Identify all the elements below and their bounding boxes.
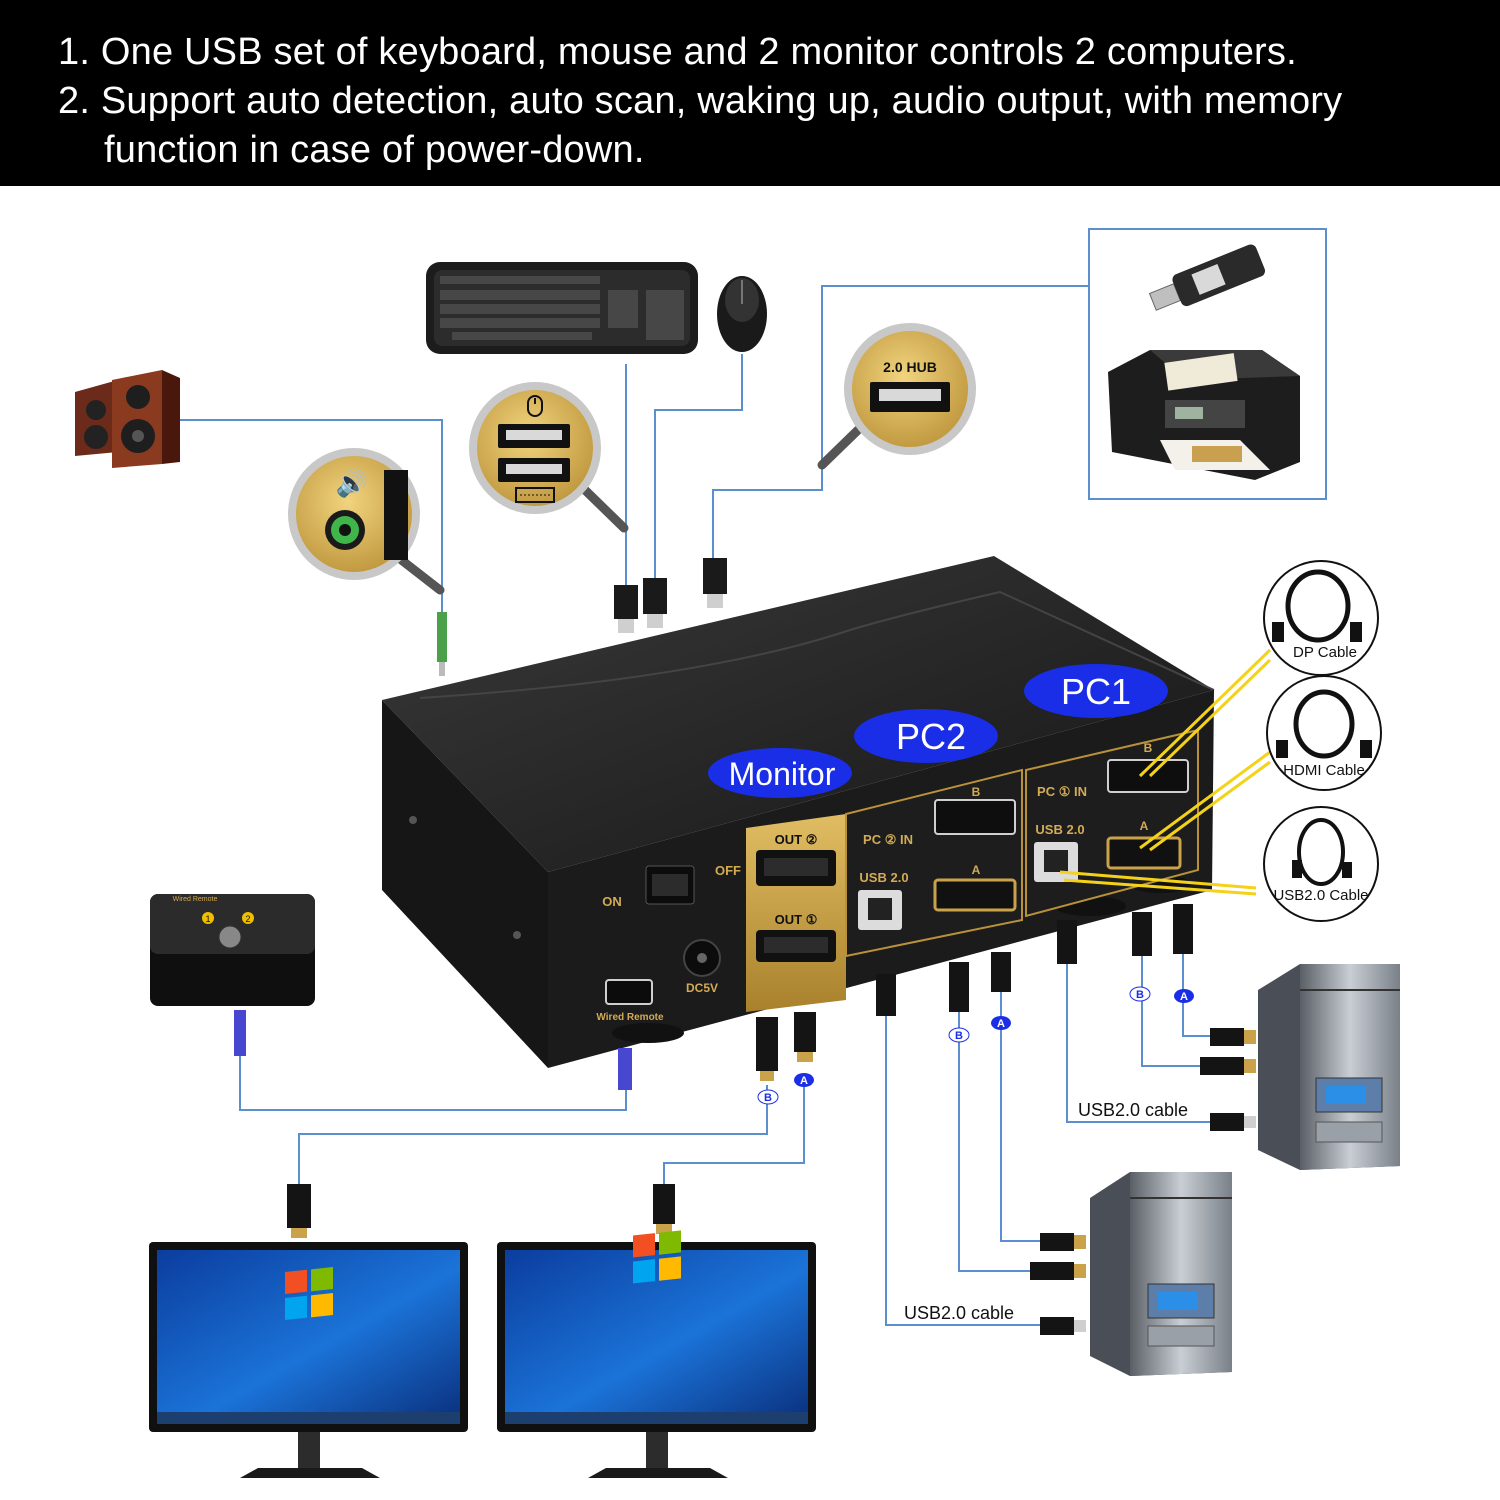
pc2-port-a-label: A: [972, 863, 981, 877]
hdmi-cable-label: HDMI Cable: [1283, 762, 1365, 779]
port-tags: B A B A B A: [757, 986, 1194, 1105]
dp-cable-label: DP Cable: [1293, 644, 1357, 661]
on-label: ON: [602, 894, 622, 909]
out-a-label: OUT ①: [775, 912, 818, 927]
pc2-usb-label: USB 2.0: [859, 870, 908, 885]
pc1-plugs: [1057, 904, 1193, 964]
remote-switch-button[interactable]: [218, 925, 242, 949]
header-banner: 1. One USB set of keyboard, mouse and 2 …: [0, 0, 1500, 186]
out-b-label: OUT ②: [775, 832, 818, 847]
monitor-left-image: [149, 1242, 468, 1478]
hdmi-cable-icon: HDMI Cable: [1266, 675, 1382, 791]
kvm-connection-diagram: 🔊 2.0 HUB: [75, 228, 1400, 1478]
dc5v-label: DC5V: [686, 981, 718, 995]
feature-line-1: 1. One USB set of keyboard, mouse and 2 …: [58, 31, 1297, 73]
wire-monitor-left: [298, 1085, 768, 1184]
feature-line-2-continued: function in case of power-down.: [104, 129, 645, 171]
wired-remote-port-label: Wired Remote: [596, 1012, 664, 1023]
monitor-right-image: [497, 1230, 816, 1478]
usb-devices-panel: [1088, 228, 1327, 500]
monitor-out-plugs: [756, 1012, 816, 1081]
hub-port-label: 2.0 HUB: [883, 359, 937, 375]
pc2-in-label: PC ② IN: [863, 832, 913, 847]
km-usb-port-callout: [469, 382, 629, 533]
keyboard-image: [426, 262, 698, 354]
audio-port-callout: 🔊: [288, 448, 445, 595]
audio-jack-plug: [437, 612, 447, 676]
mouse-icon: [527, 395, 543, 417]
windows-logo-icon: [633, 1230, 681, 1284]
wire-pc1-hdmi: [1182, 952, 1210, 1037]
wire-pc2-hdmi: [1000, 990, 1040, 1242]
tag-b-monitor: B: [764, 1092, 772, 1104]
wire-pc1-usb: [1066, 962, 1210, 1123]
remote-led-1: 1: [205, 914, 210, 924]
hub-port-callout: 2.0 HUB: [817, 323, 976, 470]
pc2-badge: PC2: [896, 716, 966, 757]
off-label: OFF: [715, 863, 741, 878]
wire-pc2-dp: [958, 1010, 1040, 1272]
wire-pc1-dp: [1141, 955, 1210, 1067]
pc1-side-plugs: [1200, 1028, 1256, 1131]
tag-a-pc1: A: [1180, 991, 1188, 1003]
remote-title: Wired Remote: [173, 896, 218, 903]
wire-monitor-right: [663, 1085, 805, 1184]
wire-pc2-usb: [885, 1015, 1040, 1326]
pc1-usb-cable-label: USB2.0 cable: [1078, 1100, 1188, 1120]
wire-hub-usb: [712, 285, 1088, 558]
wire-speaker-audio: [180, 419, 443, 612]
cable-pointers: [1059, 648, 1272, 896]
keyboard-icon: [515, 487, 555, 503]
pc1-in-panel: PC ① IN B USB 2.0 A: [1025, 728, 1199, 918]
speaker-icon: 🔊: [336, 467, 368, 499]
wired-remote-device: Wired Remote 1 2: [150, 894, 315, 1056]
wired-remote-port: [605, 979, 653, 1005]
pc1-port-a-label: A: [1140, 819, 1149, 833]
pc1-in-label: PC ① IN: [1037, 784, 1087, 799]
port-group-badges: PC1 PC2 Monitor: [708, 664, 1168, 798]
monitor-input-plugs: [287, 1184, 675, 1238]
computer-pc2-image: [1090, 1172, 1232, 1376]
tag-b-pc1: B: [1136, 989, 1144, 1001]
mouse-image: [717, 276, 767, 352]
pc1-badge: PC1: [1061, 671, 1131, 712]
pc2-plugs: [876, 952, 1011, 1016]
dp-cable-icon: DP Cable: [1263, 560, 1379, 676]
usb-flash-drive-image: [1148, 244, 1266, 311]
usb-cable-label: USB2.0 Cable: [1273, 887, 1368, 904]
power-controls: ON OFF DC5V Wired Remote: [596, 863, 741, 1023]
tag-a-pc2: A: [997, 1018, 1005, 1030]
remote-led-2: 2: [245, 914, 250, 924]
usb-cable-icon: USB2.0 Cable: [1263, 806, 1379, 922]
usb-a-plugs-top: [614, 558, 727, 633]
monitor-out-panel: OUT ② OUT ①: [746, 814, 846, 1012]
tag-a-monitor: A: [800, 1075, 808, 1087]
feature-line-2: 2. Support auto detection, auto scan, wa…: [58, 80, 1343, 122]
windows-logo-icon: [285, 1267, 333, 1321]
computer-pc1-image: [1258, 964, 1400, 1170]
monitor-badge: Monitor: [729, 756, 836, 792]
pc2-side-plugs: [1030, 1233, 1086, 1335]
wire-mouse-usb: [654, 354, 743, 578]
speakers-image: [75, 370, 180, 468]
printer-image: [1108, 350, 1300, 480]
remote-plug: [618, 1048, 632, 1090]
pc2-usb-cable-label: USB2.0 cable: [904, 1303, 1014, 1323]
pc1-port-b-label: B: [1144, 741, 1153, 755]
pc1-usb-label: USB 2.0: [1035, 822, 1084, 837]
pc2-port-b-label: B: [972, 785, 981, 799]
tag-b-pc2: B: [955, 1030, 963, 1042]
pc2-in-panel: PC ② IN B USB 2.0 A: [845, 768, 1023, 958]
